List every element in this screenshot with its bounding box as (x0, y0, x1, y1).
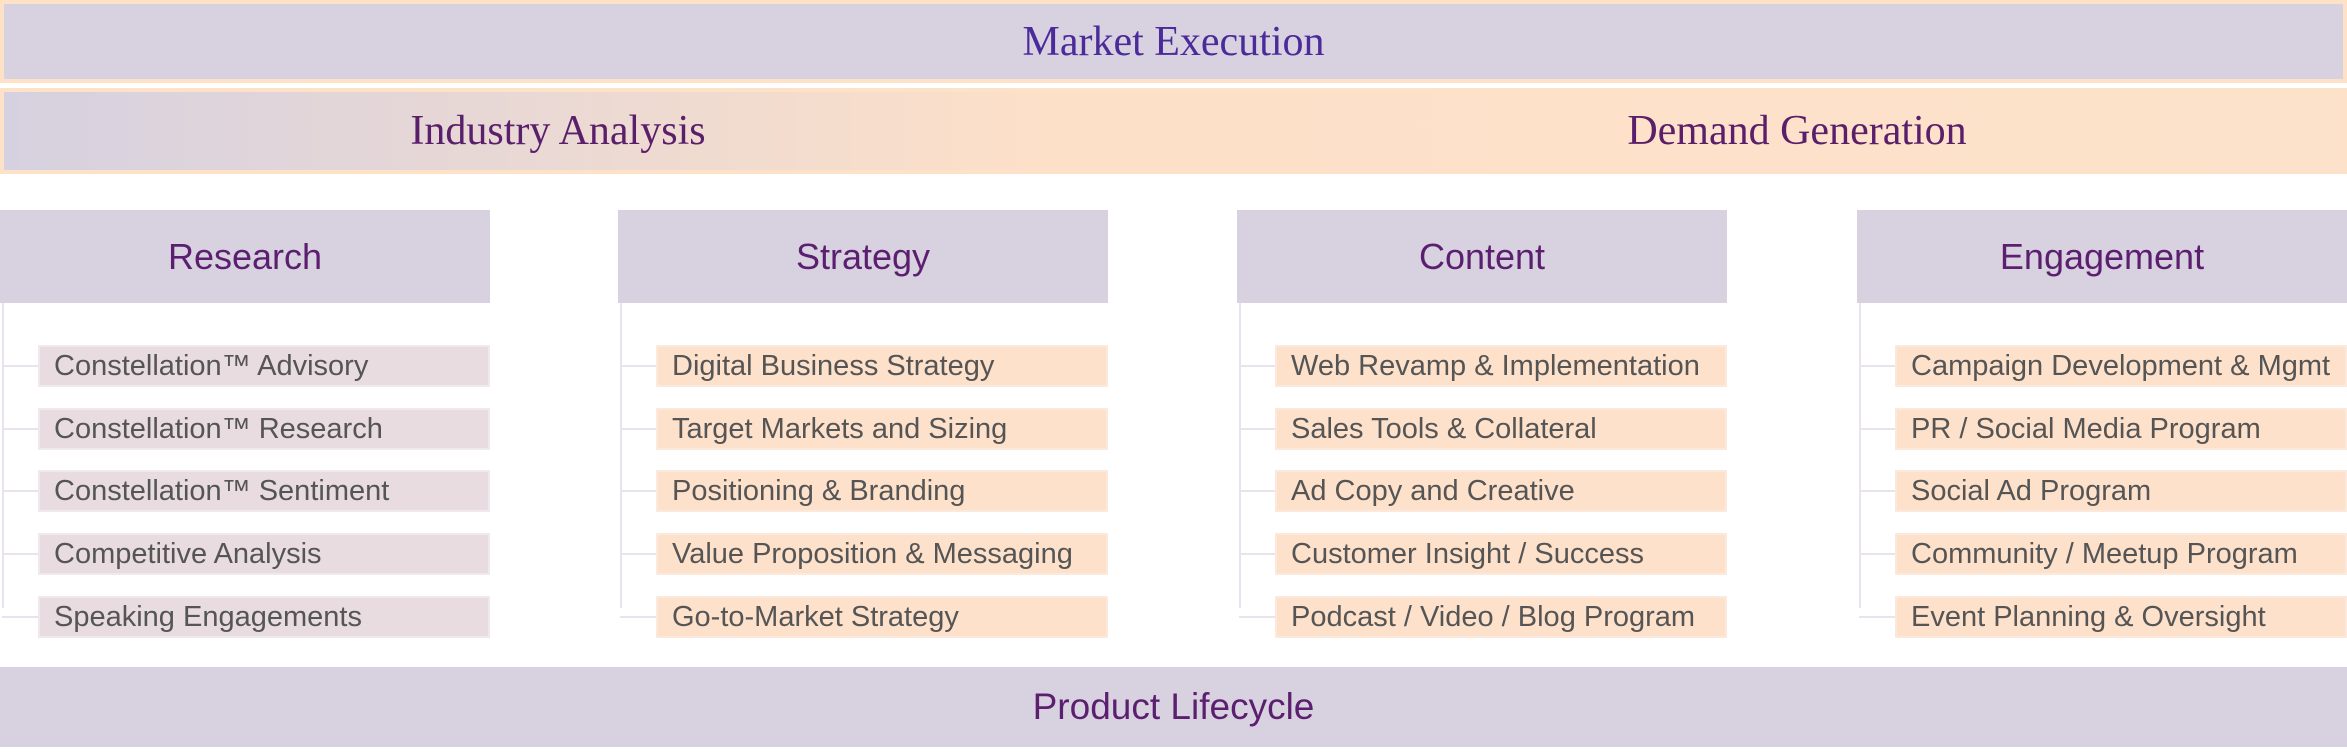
list-item: Ad Copy and Creative (1237, 470, 1727, 512)
list-item-label: Constellation™ Advisory (38, 345, 490, 387)
list-item: Podcast / Video / Blog Program (1237, 596, 1727, 638)
list-item: Constellation™ Sentiment (0, 470, 490, 512)
list-item: Sales Tools & Collateral (1237, 408, 1727, 450)
list-item: Campaign Development & Mgmt (1857, 345, 2347, 387)
product-lifecycle-banner: Product Lifecycle (0, 667, 2347, 747)
research-header: Research (0, 210, 490, 303)
list-item-label: Digital Business Strategy (656, 345, 1108, 387)
engagement-header: Engagement (1857, 210, 2347, 303)
list-item-label: Sales Tools & Collateral (1275, 408, 1727, 450)
market-execution-banner: Market Execution (0, 0, 2347, 83)
list-item-label: Constellation™ Sentiment (38, 470, 490, 512)
list-item-label: Campaign Development & Mgmt (1895, 345, 2347, 387)
list-item-label: PR / Social Media Program (1895, 408, 2347, 450)
list-item: Constellation™ Research (0, 408, 490, 450)
list-item: Digital Business Strategy (618, 345, 1108, 387)
connector-line (1239, 303, 1241, 608)
list-item-label: Constellation™ Research (38, 408, 490, 450)
industry-analysis-title: Industry Analysis (410, 108, 706, 154)
list-item-label: Event Planning & Oversight (1895, 596, 2347, 638)
list-item: Target Markets and Sizing (618, 408, 1108, 450)
list-item: Speaking Engagements (0, 596, 490, 638)
list-item: Positioning & Branding (618, 470, 1108, 512)
connector-line (620, 303, 622, 608)
list-item-label: Customer Insight / Success (1275, 533, 1727, 575)
list-item: Competitive Analysis (0, 533, 490, 575)
list-item-label: Competitive Analysis (38, 533, 490, 575)
list-item: Constellation™ Advisory (0, 345, 490, 387)
list-item-label: Web Revamp & Implementation (1275, 345, 1727, 387)
research-column: Research Constellation™ Advisory Constel… (0, 210, 490, 638)
list-item-label: Community / Meetup Program (1895, 533, 2347, 575)
list-item: Go-to-Market Strategy (618, 596, 1108, 638)
list-item: Customer Insight / Success (1237, 533, 1727, 575)
connector-line (2, 303, 4, 608)
strategy-column: Strategy Digital Business Strategy Targe… (618, 210, 1108, 638)
list-item: Community / Meetup Program (1857, 533, 2347, 575)
list-item-label: Value Proposition & Messaging (656, 533, 1108, 575)
list-item-label: Social Ad Program (1895, 470, 2347, 512)
list-item-label: Podcast / Video / Blog Program (1275, 596, 1727, 638)
list-item: Web Revamp & Implementation (1237, 345, 1727, 387)
list-item-label: Target Markets and Sizing (656, 408, 1108, 450)
market-execution-title: Market Execution (1022, 18, 1325, 65)
product-lifecycle-title: Product Lifecycle (1032, 686, 1315, 727)
list-item-label: Go-to-Market Strategy (656, 596, 1108, 638)
demand-generation-title: Demand Generation (1627, 108, 1967, 154)
list-item-label: Positioning & Branding (656, 470, 1108, 512)
analysis-demand-banner: Industry Analysis Demand Generation (0, 88, 2347, 174)
strategy-header: Strategy (618, 210, 1108, 303)
list-item-label: Speaking Engagements (38, 596, 490, 638)
engagement-column: Engagement Campaign Development & Mgmt P… (1857, 210, 2347, 638)
list-item: Value Proposition & Messaging (618, 533, 1108, 575)
connector-line (1859, 303, 1861, 608)
list-item: PR / Social Media Program (1857, 408, 2347, 450)
content-header: Content (1237, 210, 1727, 303)
list-item-label: Ad Copy and Creative (1275, 470, 1727, 512)
content-column: Content Web Revamp & Implementation Sale… (1237, 210, 1727, 638)
list-item: Event Planning & Oversight (1857, 596, 2347, 638)
list-item: Social Ad Program (1857, 470, 2347, 512)
